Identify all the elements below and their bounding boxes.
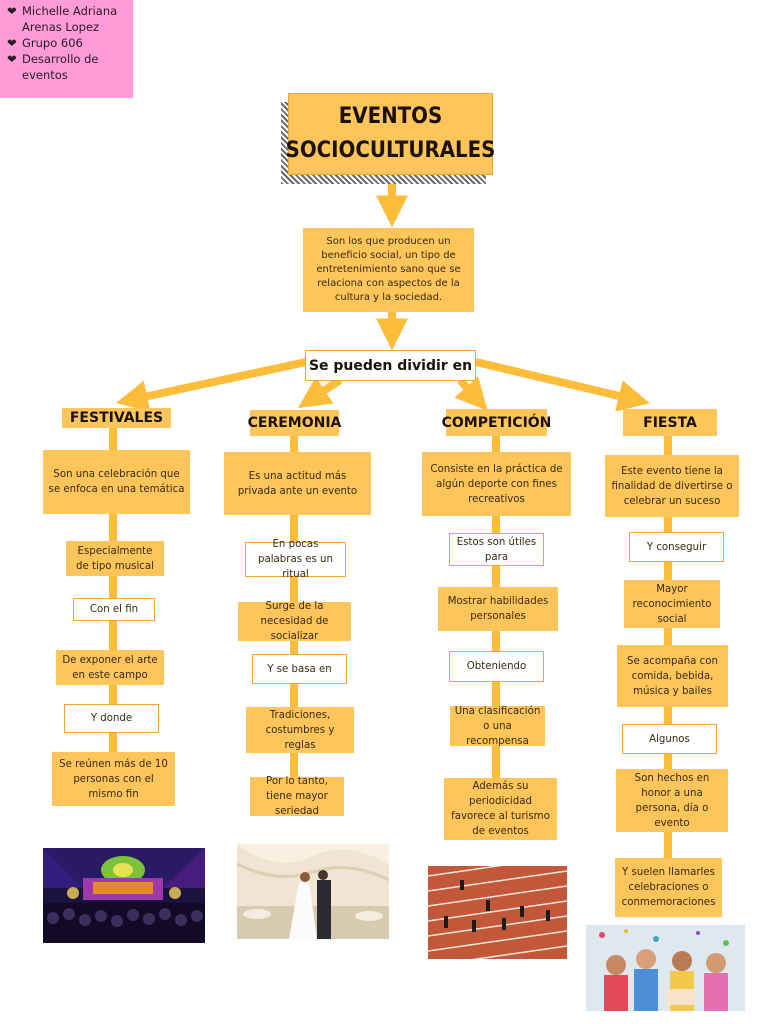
ceremonia-item: Y se basa en <box>252 654 347 684</box>
heart-icon: ❤ <box>7 4 17 18</box>
header-ceremonia: CEREMONIA <box>248 410 341 436</box>
competicion-item: Consiste en la práctica de algún deporte… <box>422 452 571 516</box>
fiesta-item: Este evento tiene la finalidad de divert… <box>605 455 739 517</box>
note-line: Michelle Adriana Arenas Lopez <box>22 4 118 34</box>
fiesta-item: Y conseguir <box>629 532 724 562</box>
ceremonia-item: Es una actitud más privada ante un event… <box>224 452 371 515</box>
fiesta-item: Son hechos en honor a una persona, día o… <box>616 769 728 832</box>
arrow-to-ceremonia <box>298 376 343 408</box>
heart-icon: ❤ <box>7 52 17 66</box>
header-competicion: COMPETICIÓN <box>442 409 551 436</box>
definition-box: Son los que producen un beneficio social… <box>303 228 474 312</box>
competicion-item: Mostrar habilidades personales <box>438 587 558 631</box>
fiesta-item: Se acompaña con comida, bebida, música y… <box>617 645 728 707</box>
heart-icon: ❤ <box>7 36 17 50</box>
festivales-item: Y donde <box>64 704 159 733</box>
fiesta-item: Y suelen llamarles celebraciones o conme… <box>615 858 722 917</box>
festivales-item: Con el fin <box>73 598 155 621</box>
festivales-item: De exponer el arte en este campo <box>56 650 164 685</box>
arrow-to-fiesta <box>475 358 651 412</box>
arrow-to-competicion <box>454 376 488 411</box>
party-photo <box>586 925 745 1011</box>
competicion-item: Una clasificación o una recompensa <box>450 706 545 747</box>
concert-photo <box>43 848 205 943</box>
header-festivales: FESTIVALES <box>62 408 171 428</box>
track-photo <box>428 866 567 959</box>
arrow-to-festivales <box>115 358 307 412</box>
festivales-item: Se reúnen más de 10 personas con el mism… <box>52 752 175 806</box>
fiesta-item: Mayor reconocimiento social <box>624 580 720 628</box>
ceremonia-item: Surge de la necesidad de socializar <box>238 601 351 642</box>
diagram-title: EVENTOS SOCIOCULTURALES <box>286 93 495 175</box>
competicion-item: Además su periodicidad favorece al turis… <box>444 778 557 840</box>
competicion-item: Obteniendo <box>449 651 544 682</box>
wedding-photo <box>237 844 389 939</box>
author-note: ❤ Michelle Adriana Arenas Lopez ❤ Grupo 60… <box>0 0 133 98</box>
festivales-item: Especialmente de tipo musical <box>66 541 164 576</box>
note-line: Grupo 606 <box>22 36 83 50</box>
ceremonia-item: Por lo tanto, tiene mayor seriedad <box>250 776 344 817</box>
note-line: Desarrollo de eventos <box>22 52 99 82</box>
ceremonia-item: En pocas palabras es un ritual <box>245 539 346 580</box>
divide-label: Se pueden dividir en <box>305 350 476 381</box>
ceremonia-item: Tradiciones, costumbres y reglas <box>246 707 354 753</box>
festivales-item: Son una celebración que se enfoca en una… <box>43 450 190 514</box>
competicion-item: Estos son útiles para <box>449 533 544 566</box>
fiesta-item: Algunos <box>622 724 717 754</box>
header-fiesta: FIESTA <box>623 409 717 436</box>
